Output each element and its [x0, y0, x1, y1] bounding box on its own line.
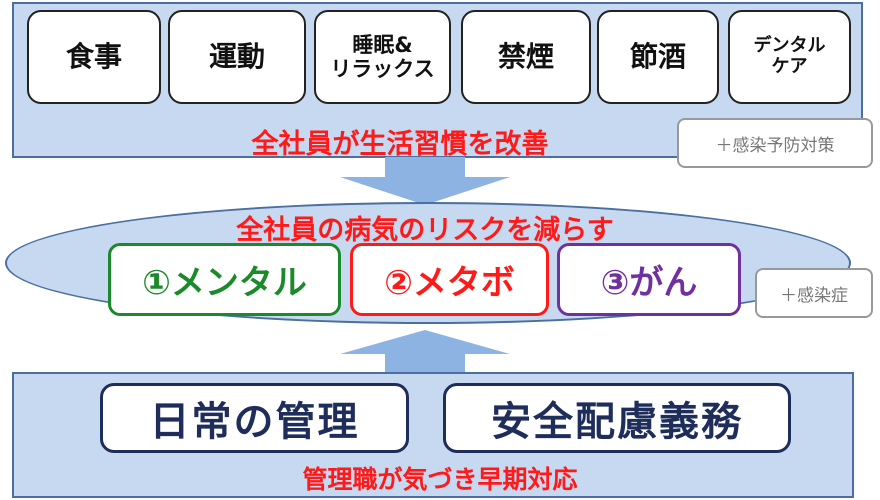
- habit-label: 食事: [65, 39, 122, 73]
- risk-mental: ①メンタル: [108, 243, 341, 316]
- management-label: 日常の管理: [149, 399, 360, 445]
- habit-label: 睡眠& リラックス: [330, 32, 435, 81]
- habit-dental-care: デンタル ケア: [728, 10, 851, 104]
- habit-label: 禁煙: [497, 39, 554, 73]
- duty-of-care-box: 安全配慮義務: [443, 383, 791, 453]
- habit-moderate-drinking: 節酒: [597, 10, 719, 104]
- habit-diet: 食事: [27, 10, 161, 104]
- risk-label: ①メンタル: [142, 263, 307, 303]
- infection-prevention-badge: ＋感染予防対策: [677, 118, 873, 168]
- habit-label: 運動: [208, 39, 265, 73]
- risk-label: ③がん: [600, 263, 698, 303]
- habit-label: デンタル ケア: [753, 35, 826, 77]
- habit-sleep: 睡眠& リラックス: [314, 10, 451, 104]
- arrow-up-icon: [340, 330, 510, 374]
- risk-label: ②メタボ: [384, 263, 515, 303]
- risk-metabolic: ②メタボ: [350, 243, 549, 316]
- habit-no-smoking: 禁煙: [461, 10, 591, 104]
- habit-label: 節酒: [629, 39, 686, 73]
- risk-cancer: ③がん: [557, 243, 741, 316]
- management-caption: 管理職が気づき早期対応: [302, 465, 578, 494]
- habit-exercise: 運動: [168, 10, 306, 104]
- lifestyle-caption: 全社員が生活習慣を改善: [251, 129, 549, 160]
- management-label: 安全配慮義務: [491, 399, 743, 445]
- infection-badge: ＋感染症: [755, 268, 873, 318]
- risk-caption: 全社員の病気のリスクを減らす: [236, 215, 614, 246]
- arrow-down-icon: [340, 157, 510, 205]
- daily-management-box: 日常の管理: [100, 383, 409, 453]
